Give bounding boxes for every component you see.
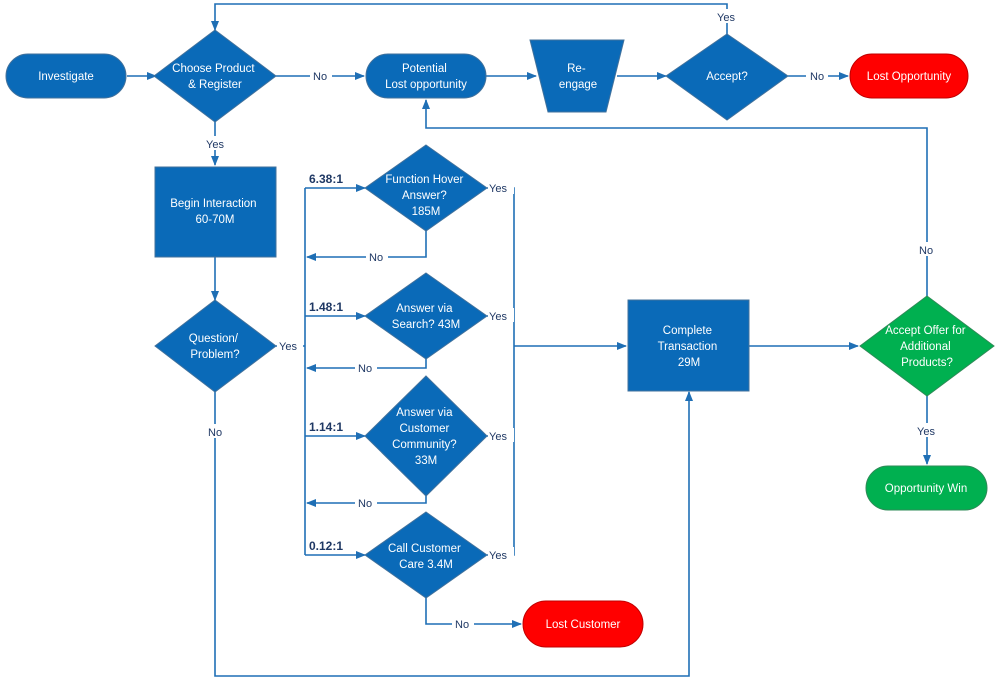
lost-opportunity-node[interactable]	[849, 53, 969, 99]
answer-community-no-label: No	[358, 498, 372, 510]
function-hover-label: Function Hover Answer? 185M	[385, 174, 466, 218]
edge-accept-yes-loop	[211, 3, 728, 34]
accept-node[interactable]	[665, 33, 789, 121]
function-hover-yes-label: Yes	[489, 183, 507, 195]
answer-community-node[interactable]	[364, 375, 488, 497]
accept-no-label: No	[810, 71, 824, 83]
answer-search-ratio: 1.48:1	[309, 300, 343, 314]
lost-customer-label: Lost Customer	[546, 619, 621, 631]
lost-opportunity-label: Lost Opportunity	[867, 71, 952, 83]
question-yes-label: Yes	[279, 341, 297, 353]
node-labels: Investigate Choose Product & Register Po…	[38, 63, 969, 631]
choose-yes-label: Yes	[206, 139, 224, 151]
call-care-ratio: 0.12:1	[309, 539, 343, 553]
function-hover-no-label: No	[369, 252, 383, 264]
accept-offer-node[interactable]	[859, 295, 995, 397]
accept-offer-no-label: No	[919, 245, 933, 257]
potential-lost-label: Potential Lost opportunity	[385, 63, 467, 91]
complete-transaction-label: Complete Transaction 29M	[658, 325, 721, 369]
question-label: Question/ Problem?	[189, 333, 241, 361]
choose-no-label: No	[313, 71, 327, 83]
reengage-label: Re- engage	[559, 63, 597, 91]
accept-offer-yes-label: Yes	[917, 426, 935, 438]
complete-transaction-node[interactable]	[627, 299, 750, 392]
question-no-label: No	[208, 427, 222, 439]
edge-offer-no	[422, 99, 928, 296]
edge-right-bus	[487, 187, 515, 556]
answer-community-ratio: 1.14:1	[309, 420, 343, 434]
edge-call-care-no	[425, 598, 522, 628]
begin-interaction-label: Begin Interaction 60-70M	[170, 198, 260, 226]
accept-yes-label: Yes	[717, 12, 735, 24]
call-care-label: Call Customer Care 3.4M	[388, 543, 464, 571]
edge-function-hover-no	[306, 231, 427, 261]
call-care-yes-label: Yes	[489, 550, 507, 562]
reengage-node[interactable]	[529, 39, 625, 113]
lost-customer-node[interactable]	[522, 600, 644, 648]
choose-product-label: Choose Product & Register	[172, 63, 258, 91]
answer-search-label: Answer via Search? 43M	[392, 303, 460, 331]
edge-answer-community-no	[306, 496, 427, 507]
choose-product-node[interactable]	[153, 29, 277, 123]
investigate-label: Investigate	[38, 71, 94, 83]
accept-label: Accept?	[706, 71, 748, 83]
potential-lost-node[interactable]	[365, 53, 487, 99]
function-hover-ratio: 6.38:1	[309, 172, 343, 186]
call-care-no-label: No	[455, 619, 469, 631]
question-node[interactable]	[154, 299, 277, 393]
call-care-node[interactable]	[364, 511, 488, 599]
accept-offer-label: Accept Offer for Additional Products?	[885, 325, 969, 369]
answer-search-node[interactable]	[364, 272, 488, 360]
investigate-node[interactable]	[5, 53, 127, 99]
ratio-labels: 6.38:1 1.48:1 1.14:1 0.12:1	[309, 172, 343, 553]
answer-community-label: Answer via Customer Community? 33M	[392, 407, 460, 467]
edge-question-no	[214, 391, 693, 677]
opportunity-win-label: Opportunity Win	[885, 483, 967, 495]
opportunity-win-node[interactable]	[865, 465, 988, 511]
edge-answer-search-no	[306, 359, 427, 372]
answer-search-no-label: No	[358, 363, 372, 375]
edge-labels: No Yes No Yes Yes No Yes No Yes No Yes N…	[203, 9, 941, 631]
answer-community-yes-label: Yes	[489, 431, 507, 443]
begin-interaction-node[interactable]	[154, 166, 277, 258]
nodes	[5, 29, 995, 648]
function-hover-node[interactable]	[364, 144, 488, 232]
answer-search-yes-label: Yes	[489, 311, 507, 323]
